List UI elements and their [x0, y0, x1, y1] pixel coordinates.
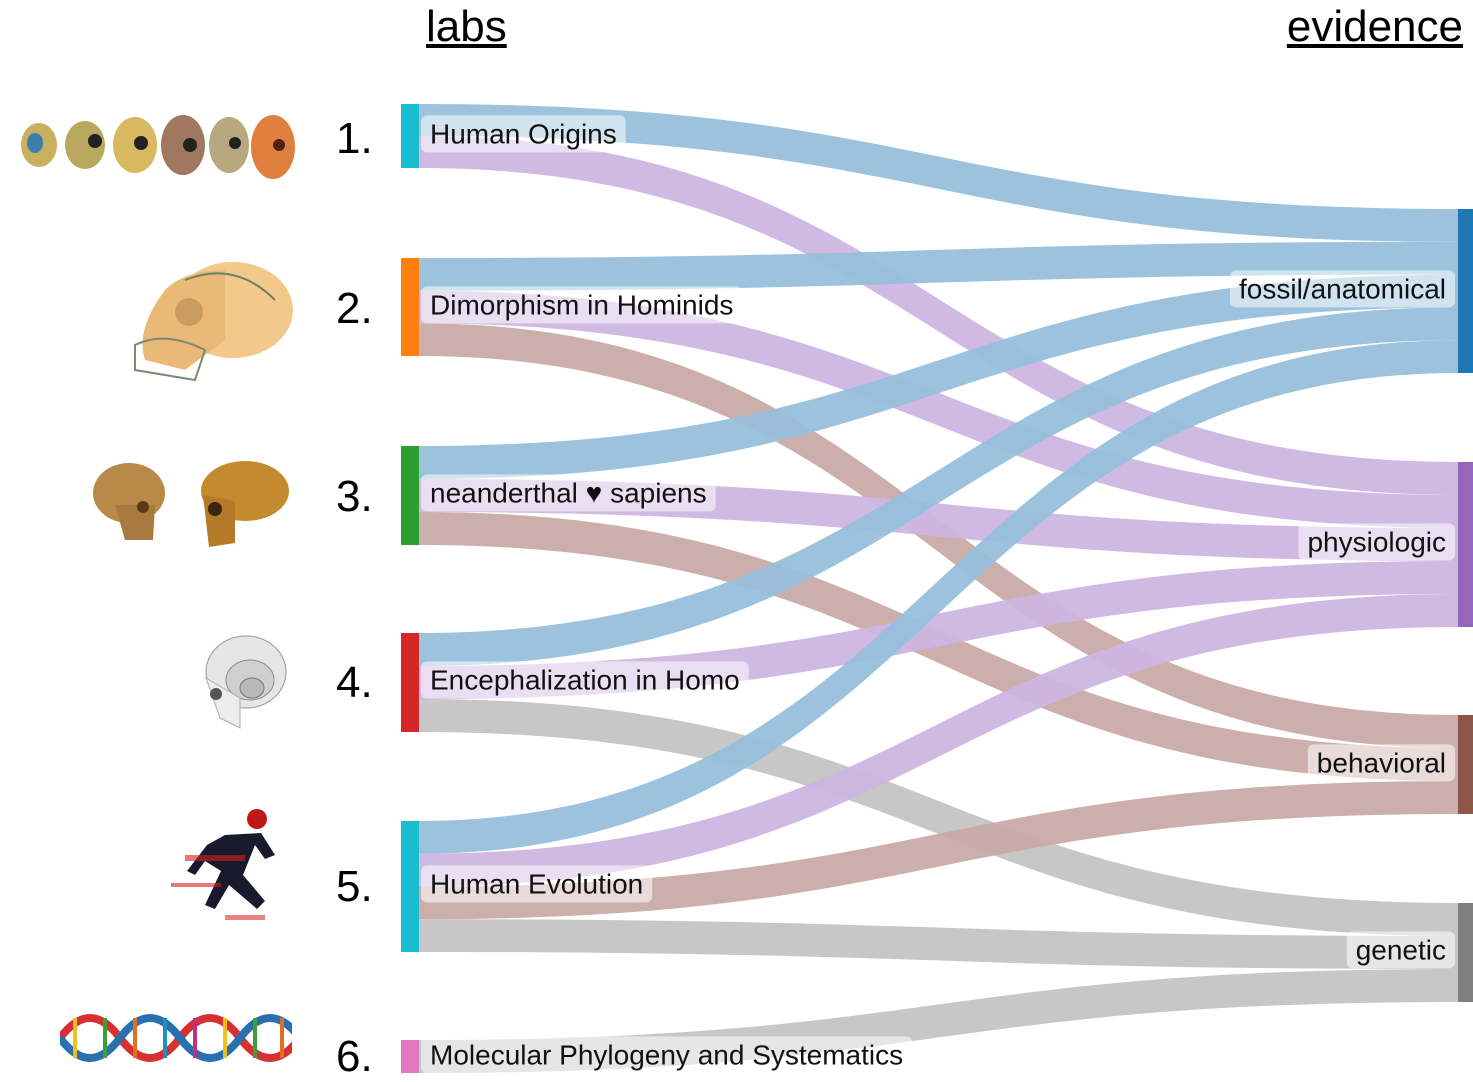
lab-node: [401, 633, 419, 732]
lab-number: 6.: [336, 1032, 373, 1081]
lab-number: 3.: [336, 472, 373, 521]
evidence-node: [1458, 715, 1473, 814]
lab-label: Human Origins: [421, 115, 626, 153]
sankey-link: [419, 274, 1458, 479]
sankey-link: [419, 241, 1458, 291]
lab-node: [401, 821, 419, 952]
sankey-link: [419, 307, 1458, 666]
lab-label: Molecular Phylogeny and Systematics: [421, 1036, 913, 1074]
evidence-label: genetic: [1346, 931, 1455, 969]
svg-text:fossil/anatomical: fossil/anatomical: [1239, 273, 1446, 304]
evidence-label: physiologic: [1298, 523, 1455, 561]
evidence-node: [1458, 462, 1473, 627]
sankey-link: [419, 104, 1458, 242]
lab-label: neanderthal ♥ sapiens: [421, 474, 716, 512]
svg-text:Human Evolution: Human Evolution: [430, 868, 643, 899]
hominid-skull-series-icon: [5, 95, 297, 190]
lab-node: [401, 104, 419, 168]
evidence-label: fossil/anatomical: [1230, 270, 1455, 308]
svg-text:genetic: genetic: [1356, 934, 1446, 965]
lab-number: 1.: [336, 114, 373, 163]
lab-number: 5.: [336, 862, 373, 911]
svg-text:Encephalization in Homo: Encephalization in Homo: [430, 664, 740, 695]
evidence-label: behavioral: [1307, 744, 1455, 782]
lab-number: 2.: [336, 284, 373, 333]
lab-label: Human Evolution: [421, 865, 653, 903]
sankey-link: [419, 699, 1458, 936]
svg-text:Dimorphism in Hominids: Dimorphism in Hominids: [430, 289, 733, 320]
svg-text:Human Origins: Human Origins: [430, 118, 617, 149]
dna-helix-icon: [60, 1014, 292, 1062]
sankey-link: [419, 594, 1458, 887]
lab-label: Encephalization in Homo: [421, 661, 749, 699]
sankey-link: [419, 136, 1458, 495]
evidence-column-title: evidence: [1286, 2, 1463, 51]
lab-node: [401, 446, 419, 545]
running-figure-icon: [171, 809, 275, 920]
sankey-link: [419, 781, 1458, 920]
svg-text:neanderthal ♥ sapiens: neanderthal ♥ sapiens: [430, 477, 707, 508]
lab-label: Dimorphism in Hominids: [421, 286, 743, 324]
evidence-node: [1458, 903, 1473, 1002]
svg-text:Molecular Phylogeny and System: Molecular Phylogeny and Systematics: [430, 1039, 903, 1070]
labs-column-title: labs: [426, 2, 507, 51]
lab-number: 4.: [336, 658, 373, 707]
ape-skull-icon: [134, 262, 293, 382]
svg-text:behavioral: behavioral: [1317, 747, 1446, 778]
sankey-link: [419, 290, 1458, 528]
sankey-link: [419, 340, 1458, 854]
svg-text:physiologic: physiologic: [1307, 526, 1446, 557]
two-skulls-icon: [93, 461, 289, 547]
evidence-node: [1458, 209, 1473, 373]
lab-node: [401, 1040, 419, 1073]
sankey-link: [419, 919, 1458, 969]
lab-node: [401, 258, 419, 356]
brain-skull-icon: [205, 635, 287, 729]
